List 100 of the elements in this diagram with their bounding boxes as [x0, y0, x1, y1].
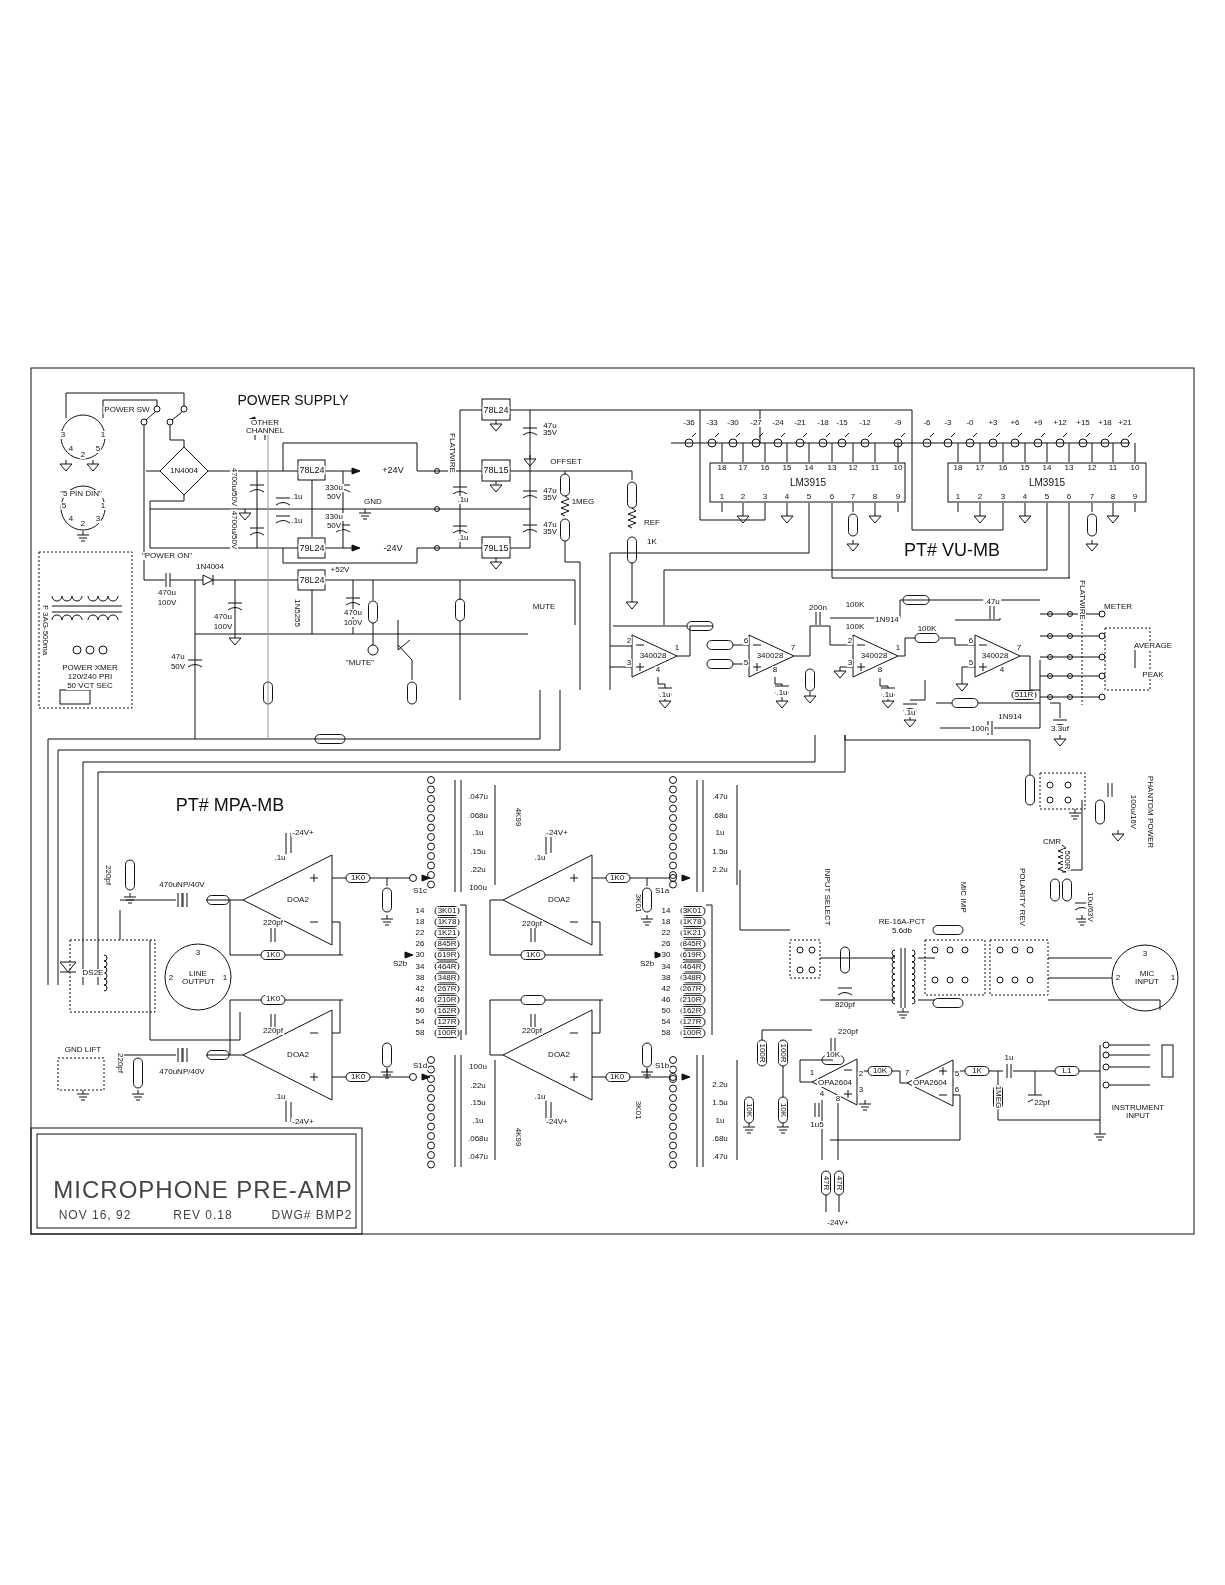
component-value: 100n — [970, 725, 990, 733]
pin-number: 4 — [654, 666, 662, 674]
pin-number: 11 — [869, 464, 881, 472]
component-value: 50V — [325, 493, 343, 501]
note-text: 120/240 PRI — [66, 673, 114, 681]
component-value: 220pf — [262, 919, 284, 927]
component-value: 100R — [779, 1042, 787, 1064]
component-value: 500R — [1063, 849, 1071, 871]
signal-label: -24V — [382, 543, 404, 553]
pin-number: 1 — [718, 493, 726, 501]
component-value: 35V — [541, 429, 559, 437]
component-value: 220pf — [521, 920, 543, 928]
pin-number: 6 — [953, 1086, 961, 1094]
part-number: RE-16A-PCT — [877, 918, 927, 926]
pin-number: 2 — [79, 451, 87, 459]
component-value: .1u — [290, 493, 304, 501]
component-value: 1K0 — [349, 874, 367, 882]
component-value: .1u — [903, 709, 917, 717]
component-value: .47u — [711, 793, 729, 801]
component-value: 1K0 — [349, 1073, 367, 1081]
pin-number: 1 — [894, 644, 902, 652]
pin-number: 2 — [1114, 974, 1122, 982]
pin-number: 5 — [805, 493, 813, 501]
component-value: 1K78 — [681, 918, 703, 927]
component-value: 1K0 — [264, 951, 282, 959]
component-value: 100K — [916, 625, 938, 633]
pin-number: 2 — [167, 974, 175, 982]
component-value: 10K — [745, 1101, 753, 1119]
component-value: .1u — [273, 1093, 287, 1101]
note-text: POWER XMER — [61, 664, 119, 672]
component-value: 127R — [681, 1018, 703, 1026]
pin-number: 2 — [976, 493, 984, 501]
component-value: .068u — [467, 1135, 489, 1143]
pin-number: 6 — [1065, 493, 1073, 501]
signal-label: S2b — [638, 960, 656, 968]
pin-number: 1 — [221, 974, 229, 982]
pin-number: 8 — [834, 1095, 842, 1103]
pin-number: 4 — [67, 445, 75, 453]
pin-number: 18 — [952, 464, 964, 472]
part-number: 340028 — [638, 652, 668, 660]
component-value: 845R — [681, 940, 703, 949]
component-value: 1K — [646, 538, 658, 546]
component-value: .047u — [467, 1153, 489, 1161]
component-value: .15u — [469, 848, 487, 856]
pin-number: 18 — [716, 464, 728, 472]
pin-number: 1 — [673, 644, 681, 652]
pin-number: 3 — [846, 659, 854, 667]
component-value: 100K — [844, 601, 866, 609]
pin-number: 1 — [1169, 974, 1177, 982]
pin-number: 54 — [414, 1018, 426, 1026]
component-value: 464R — [436, 962, 458, 971]
component-value: 470u — [157, 589, 177, 597]
pin-number: 58 — [414, 1029, 426, 1038]
component-value: 2.2u — [711, 1081, 729, 1089]
component-value: 220pf — [104, 864, 112, 886]
component-value: -0 — [965, 419, 975, 427]
component-value: 1K78 — [436, 918, 458, 927]
pin-number: 9 — [894, 493, 902, 501]
part-number: DOA2 — [547, 1051, 571, 1059]
component-value: 3K01 — [681, 907, 703, 915]
note-text: "MUTE" — [344, 659, 376, 667]
component-value: +21 — [1117, 419, 1133, 427]
signal-label: -24V+ — [291, 1118, 315, 1126]
signal-label: MIC IMP — [959, 880, 967, 914]
pin-number: 4 — [818, 1090, 826, 1098]
component-value: 1u — [714, 829, 726, 837]
pin-number: 8 — [876, 666, 884, 674]
component-value: 162R — [681, 1006, 703, 1015]
pin-number: 46 — [660, 995, 672, 1004]
pin-number: 3 — [761, 493, 769, 501]
component-value: 10K — [779, 1101, 787, 1119]
part-number: 79L15 — [482, 543, 510, 553]
pin-number: 2 — [739, 493, 747, 501]
pin-number: 7 — [903, 1069, 911, 1077]
part-number: 78L24 — [482, 405, 510, 415]
component-value: 47R — [822, 1174, 830, 1192]
component-value: .15u — [469, 1099, 487, 1107]
pin-number: 3 — [1141, 950, 1149, 958]
pin-number: 18 — [414, 918, 426, 927]
component-value: +12 — [1052, 419, 1068, 427]
pin-number: 4 — [1021, 493, 1029, 501]
component-value: 1K0 — [264, 995, 282, 1003]
component-value: 4700u/50V — [230, 466, 238, 508]
signal-label: MUTE — [531, 603, 557, 611]
pin-number: 14 — [1041, 464, 1053, 472]
component-value: 100R — [436, 1029, 458, 1038]
component-value: +15 — [1075, 419, 1091, 427]
pin-number: 22 — [414, 929, 426, 938]
pin-number: 8 — [1109, 493, 1117, 501]
drawing-title: MICROPHONE PRE-AMP — [53, 1178, 353, 1202]
component-value: 220pf — [837, 1028, 859, 1036]
signal-label: GND — [363, 498, 383, 506]
component-value: .68u — [711, 1135, 729, 1143]
component-value: F 3AG-500ma — [41, 603, 49, 657]
pin-number: 4 — [67, 515, 75, 523]
pin-number: 14 — [660, 907, 672, 915]
pin-number: 3 — [999, 493, 1007, 501]
pin-number: 6 — [742, 637, 750, 645]
drawing-info: REV 0.18 — [172, 1209, 234, 1221]
part-number: DOA2 — [286, 1051, 310, 1059]
